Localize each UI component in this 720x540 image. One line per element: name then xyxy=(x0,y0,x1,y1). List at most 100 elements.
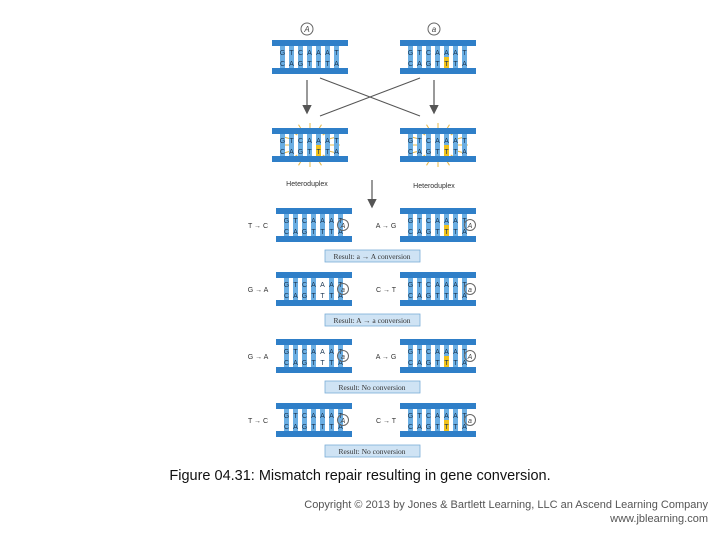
base-letter: G xyxy=(426,149,431,156)
result-text: Result: a → A conversion xyxy=(333,252,410,261)
base-letter: T xyxy=(444,360,449,367)
base-letter: A xyxy=(435,138,440,145)
base-letter: C xyxy=(408,229,413,236)
base-letter: C xyxy=(280,149,285,156)
base-letter: A xyxy=(293,293,298,300)
base-letter: T xyxy=(329,360,334,367)
base-letter: A xyxy=(453,349,458,356)
base-letter: T xyxy=(338,282,343,289)
base-letter: C xyxy=(280,61,285,68)
left-base-change: T → C xyxy=(248,223,268,230)
base-letter: T xyxy=(316,149,321,156)
base-letter: C xyxy=(426,413,431,420)
svg-text:A: A xyxy=(467,223,473,230)
base-letter: T xyxy=(435,149,440,156)
result-box: Result: A → a conversion xyxy=(324,313,421,327)
base-letter: A xyxy=(417,293,422,300)
base-letter: A xyxy=(334,149,339,156)
base-letter: A xyxy=(435,218,440,225)
right-base-change: A → G xyxy=(376,223,397,230)
base-letter: T xyxy=(293,282,298,289)
base-letter: A xyxy=(462,424,467,431)
base-letter: G xyxy=(408,50,413,57)
base-letter: A xyxy=(293,229,298,236)
base-letter: T xyxy=(435,229,440,236)
base-letter: G xyxy=(302,424,307,431)
base-letter: T xyxy=(417,282,422,289)
allele-circle-right: a xyxy=(464,283,476,295)
base-letter: T xyxy=(320,360,325,367)
base-letter: G xyxy=(426,424,431,431)
base-letter: T xyxy=(435,360,440,367)
base-letter: A xyxy=(338,424,343,431)
base-letter: A xyxy=(417,61,422,68)
allele-circle-left: a xyxy=(337,350,349,362)
base-letter: T xyxy=(462,282,467,289)
base-letter: G xyxy=(426,229,431,236)
right-base-change: C → T xyxy=(376,418,397,425)
base-letter: A xyxy=(289,149,294,156)
base-letter: C xyxy=(284,360,289,367)
base-letter: T xyxy=(417,218,422,225)
base-letter: C xyxy=(426,349,431,356)
base-letter: T xyxy=(462,413,467,420)
base-letter: A xyxy=(417,149,422,156)
allele-circle-left: A xyxy=(337,219,349,231)
base-letter: A xyxy=(311,349,316,356)
base-letter: A xyxy=(444,349,449,356)
base-letter: A xyxy=(444,218,449,225)
base-letter: T xyxy=(338,349,343,356)
cross-line-2 xyxy=(319,77,421,117)
base-letter: A xyxy=(444,50,449,57)
base-letter: A xyxy=(462,360,467,367)
base-letter: G xyxy=(408,138,413,145)
base-letter: A xyxy=(417,229,422,236)
base-letter: T xyxy=(453,229,458,236)
base-letter: G xyxy=(408,349,413,356)
base-letter: T xyxy=(334,138,339,145)
base-letter: T xyxy=(311,424,316,431)
base-letter: T xyxy=(444,229,449,236)
base-letter: A xyxy=(329,349,334,356)
base-letter: G xyxy=(408,413,413,420)
base-letter: A xyxy=(311,218,316,225)
base-letter: T xyxy=(289,138,294,145)
base-letter: A xyxy=(320,282,325,289)
result-text: Result: No conversion xyxy=(338,447,405,456)
base-letter: C xyxy=(284,293,289,300)
base-letter: T xyxy=(462,50,467,57)
base-letter: A xyxy=(435,413,440,420)
base-letter: T xyxy=(320,229,325,236)
base-letter: A xyxy=(307,50,312,57)
website-line: www.jblearning.com xyxy=(610,513,708,525)
base-letter: T xyxy=(453,360,458,367)
base-letter: A xyxy=(435,50,440,57)
base-letter: G xyxy=(284,218,289,225)
base-letter: G xyxy=(408,282,413,289)
base-letter: A xyxy=(320,218,325,225)
base-letter: T xyxy=(311,293,316,300)
base-letter: T xyxy=(334,50,339,57)
base-letter: A xyxy=(462,61,467,68)
result-text: Result: No conversion xyxy=(338,383,405,392)
base-letter: A xyxy=(453,138,458,145)
base-letter: G xyxy=(302,229,307,236)
base-letter: T xyxy=(417,349,422,356)
base-letter: A xyxy=(417,360,422,367)
base-letter: A xyxy=(453,413,458,420)
svg-text:a: a xyxy=(341,287,345,294)
base-letter: A xyxy=(444,282,449,289)
base-letter: A xyxy=(435,282,440,289)
base-letter: T xyxy=(435,61,440,68)
base-letter: T xyxy=(320,424,325,431)
base-letter: C xyxy=(426,282,431,289)
base-letter: A xyxy=(462,293,467,300)
base-letter: A xyxy=(325,138,330,145)
